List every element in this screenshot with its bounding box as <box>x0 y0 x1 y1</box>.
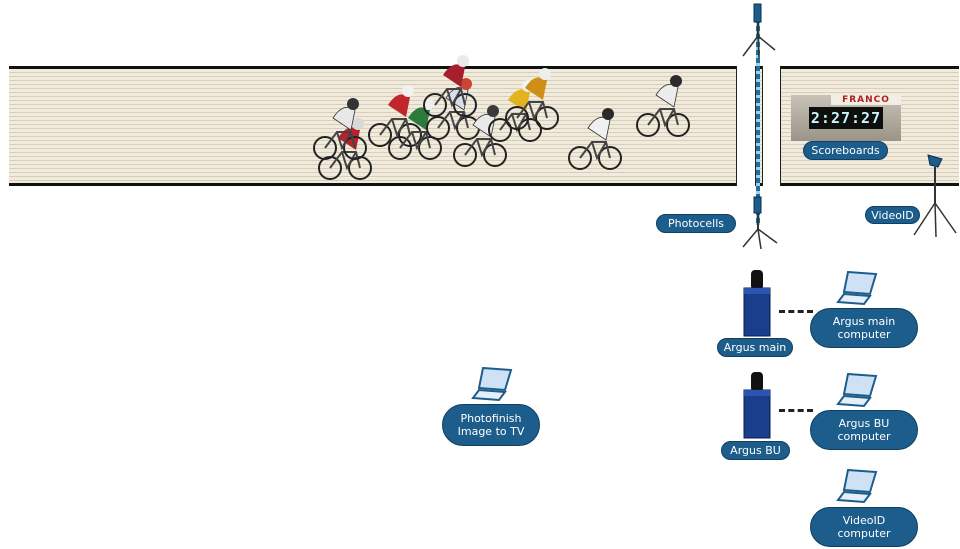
cyclist-icon <box>427 78 479 139</box>
argus-main-camera-icon <box>741 268 773 338</box>
scoreboard-image: FRANCO 2:27:27 <box>791 95 901 141</box>
photofinish-tv-label: Photofinish Image to TV <box>442 404 540 446</box>
argus-bu-label: Argus BU <box>721 441 790 460</box>
argus-main-label: Argus main <box>717 338 793 357</box>
connection-line <box>779 310 813 313</box>
scoreboard-time: 2:27:27 <box>809 107 883 129</box>
argus-main-computer-label: Argus main computer <box>810 308 918 348</box>
cyclist-icon <box>637 75 689 136</box>
photocells-label: Photocells <box>656 214 736 233</box>
laptop-icon <box>838 468 880 504</box>
cyclist-icon <box>569 108 621 169</box>
connection-line <box>779 409 813 412</box>
scoreboard-banner: FRANCO <box>831 95 901 105</box>
scoreboards-label: Scoreboards <box>803 141 888 160</box>
laptop-icon <box>473 366 515 402</box>
videoid-label: VideoID <box>865 206 920 224</box>
argus-bu-camera-icon <box>741 370 773 440</box>
tripod-icon <box>735 195 785 255</box>
laptop-icon <box>838 372 880 408</box>
argus-bu-computer-label: Argus BU computer <box>810 410 918 450</box>
laptop-icon <box>838 270 880 306</box>
videoid-computer-label: VideoID computer <box>810 507 918 547</box>
tripod-icon <box>735 0 785 60</box>
videoid-camera-tripod-icon <box>910 153 960 238</box>
